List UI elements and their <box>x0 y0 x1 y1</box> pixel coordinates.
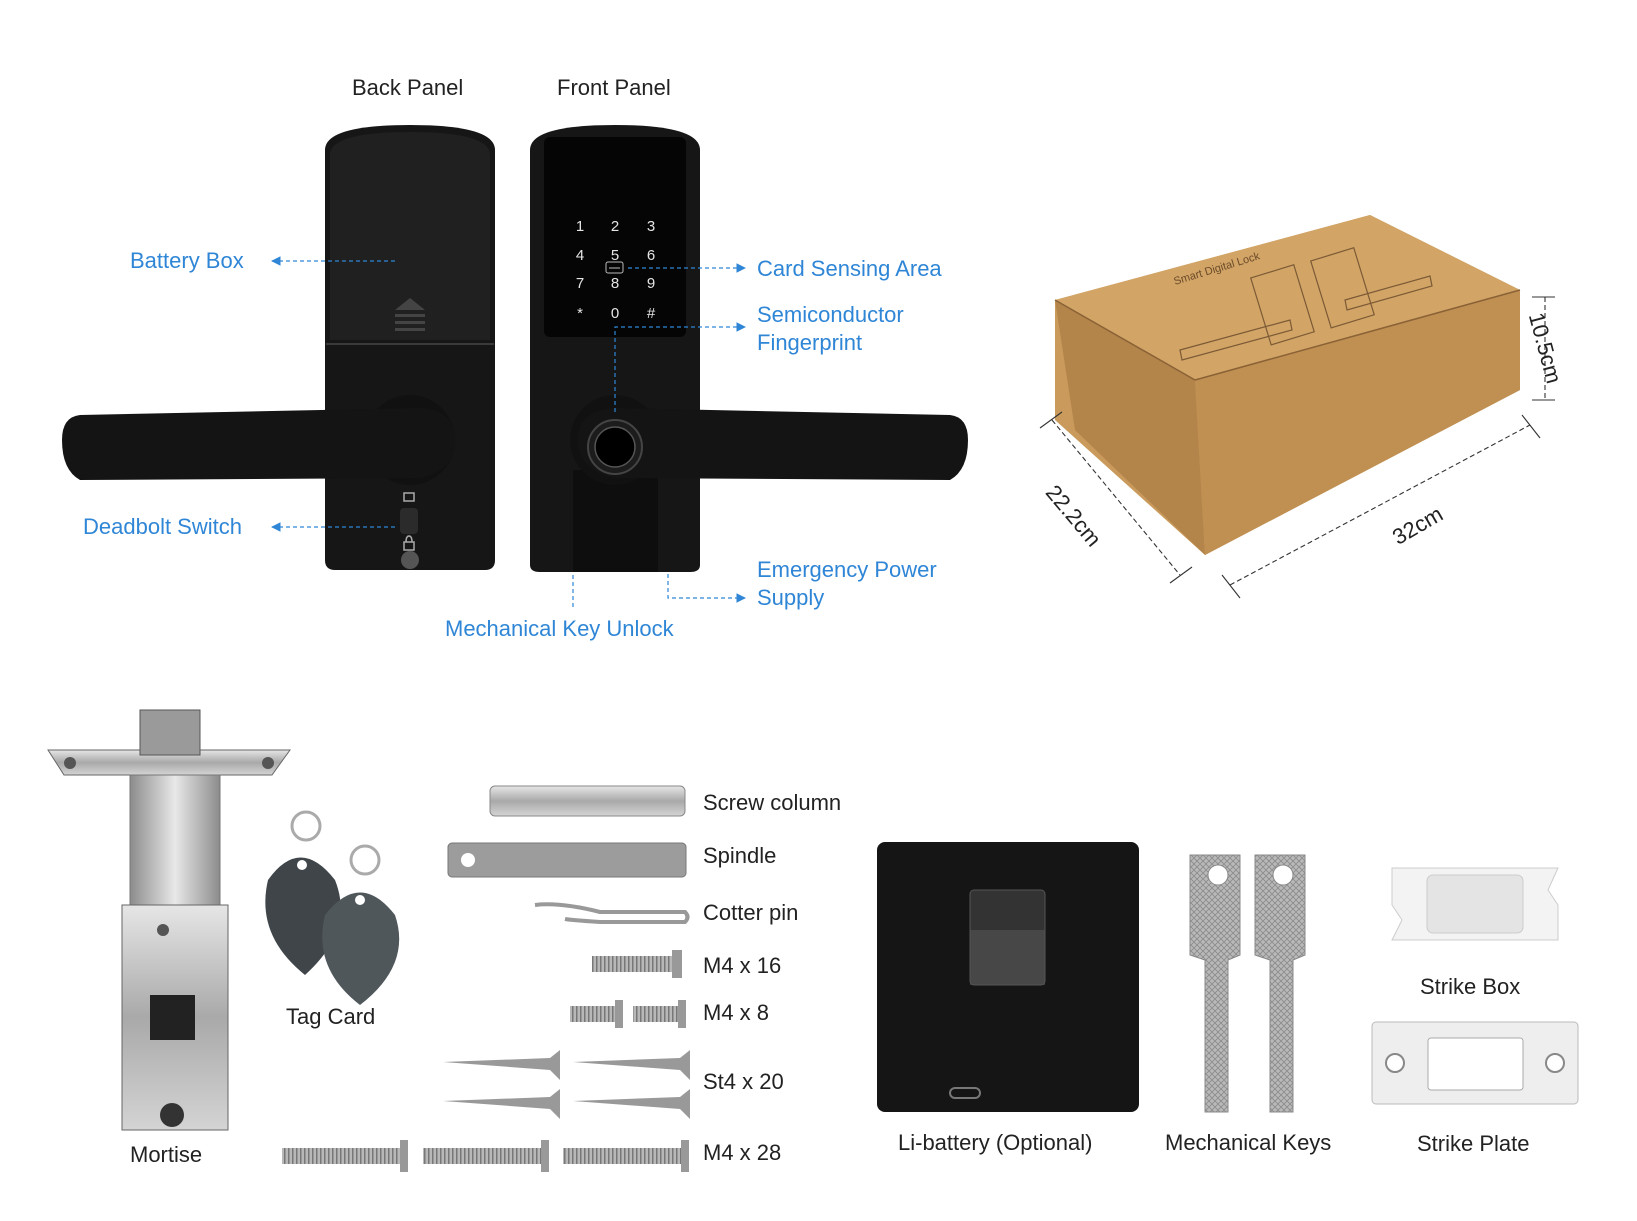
keypad-key: 8 <box>611 275 619 292</box>
front-lever-handle <box>578 408 968 480</box>
card-icon <box>605 261 624 274</box>
mechanical-keys-part <box>1189 854 1306 1113</box>
emergency-power-label-line1: Emergency Power <box>757 557 937 582</box>
front-panel-label: Front Panel <box>557 75 671 100</box>
deadbolt-switch-knob <box>400 508 418 534</box>
keypad-key: 9 <box>647 275 655 292</box>
front-panel: 1 2 3 4 5 6 7 8 9 * 0 # <box>530 125 968 572</box>
keypad-key: # <box>647 305 656 322</box>
st4x20-label: St4 x 20 <box>703 1069 784 1094</box>
keypad-key: 1 <box>576 218 584 235</box>
spindle-label: Spindle <box>703 843 777 868</box>
card-sensing-area-label: Card Sensing Area <box>757 256 942 281</box>
battery-box-label: Battery Box <box>130 248 244 273</box>
mortise-latch <box>47 709 291 1131</box>
tag-card-label: Tag Card <box>286 1004 376 1029</box>
back-panel <box>62 125 495 570</box>
spindle-part <box>447 842 687 878</box>
fingerprint-label-line2: Fingerprint <box>757 330 863 355</box>
packaging-box: Smart Digital Lock <box>1054 215 1521 555</box>
mortise-label: Mortise <box>130 1142 203 1167</box>
deadbolt-switch-label: Deadbolt Switch <box>83 514 242 539</box>
keypad-key: 4 <box>576 247 584 264</box>
battery-cover-arrow-icon <box>395 298 425 331</box>
box-dimension-lines <box>1039 296 1555 599</box>
strike-plate-label: Strike Plate <box>1417 1131 1530 1156</box>
cotter-pin-label: Cotter pin <box>703 900 799 925</box>
cotter-pin-part <box>534 902 690 924</box>
box-lock-illustration <box>1179 247 1433 361</box>
screw-column-part <box>489 785 686 817</box>
m4x28-screws <box>282 1140 689 1172</box>
usb-c-port-icon <box>949 1087 981 1099</box>
tag-card-fobs <box>265 810 400 1005</box>
keyhole-icon <box>401 551 419 569</box>
screw-column-label: Screw column <box>703 790 842 815</box>
m4x8-screws <box>570 1000 686 1028</box>
m4x16-label: M4 x 16 <box>703 953 782 978</box>
back-lever-handle <box>62 408 455 480</box>
keypad-glass <box>544 137 686 337</box>
fingerprint-label-line1: Semiconductor <box>757 302 904 327</box>
m4x28-label: M4 x 28 <box>703 1140 782 1165</box>
keypad-key: 6 <box>647 247 655 264</box>
m4x16-screw <box>592 950 682 978</box>
strike-plate-part <box>1371 1021 1579 1105</box>
keypad-key: 7 <box>576 275 584 292</box>
keypad-key: 5 <box>611 247 619 264</box>
lock-glyph-icon <box>403 535 415 551</box>
keypad: 1 2 3 4 5 6 7 8 9 * 0 # <box>576 218 656 322</box>
strike-box-part <box>1391 867 1559 941</box>
st4x20-screws <box>443 1050 690 1119</box>
li-battery-part <box>877 842 1139 1112</box>
callout-lines <box>271 256 746 608</box>
keypad-key: 3 <box>647 218 655 235</box>
back-panel-label: Back Panel <box>352 75 464 100</box>
mechanical-key-unlock-label: Mechanical Key Unlock <box>445 616 674 641</box>
mechanical-keys-label: Mechanical Keys <box>1165 1130 1332 1155</box>
strike-box-label: Strike Box <box>1420 974 1521 999</box>
keypad-key: * <box>577 305 583 322</box>
keypad-key: 0 <box>611 305 619 322</box>
keypad-key: 2 <box>611 218 619 235</box>
m4x8-label: M4 x 8 <box>703 1000 770 1025</box>
emergency-power-label-line2: Supply <box>757 585 825 610</box>
li-battery-label: Li-battery (Optional) <box>898 1130 1093 1155</box>
